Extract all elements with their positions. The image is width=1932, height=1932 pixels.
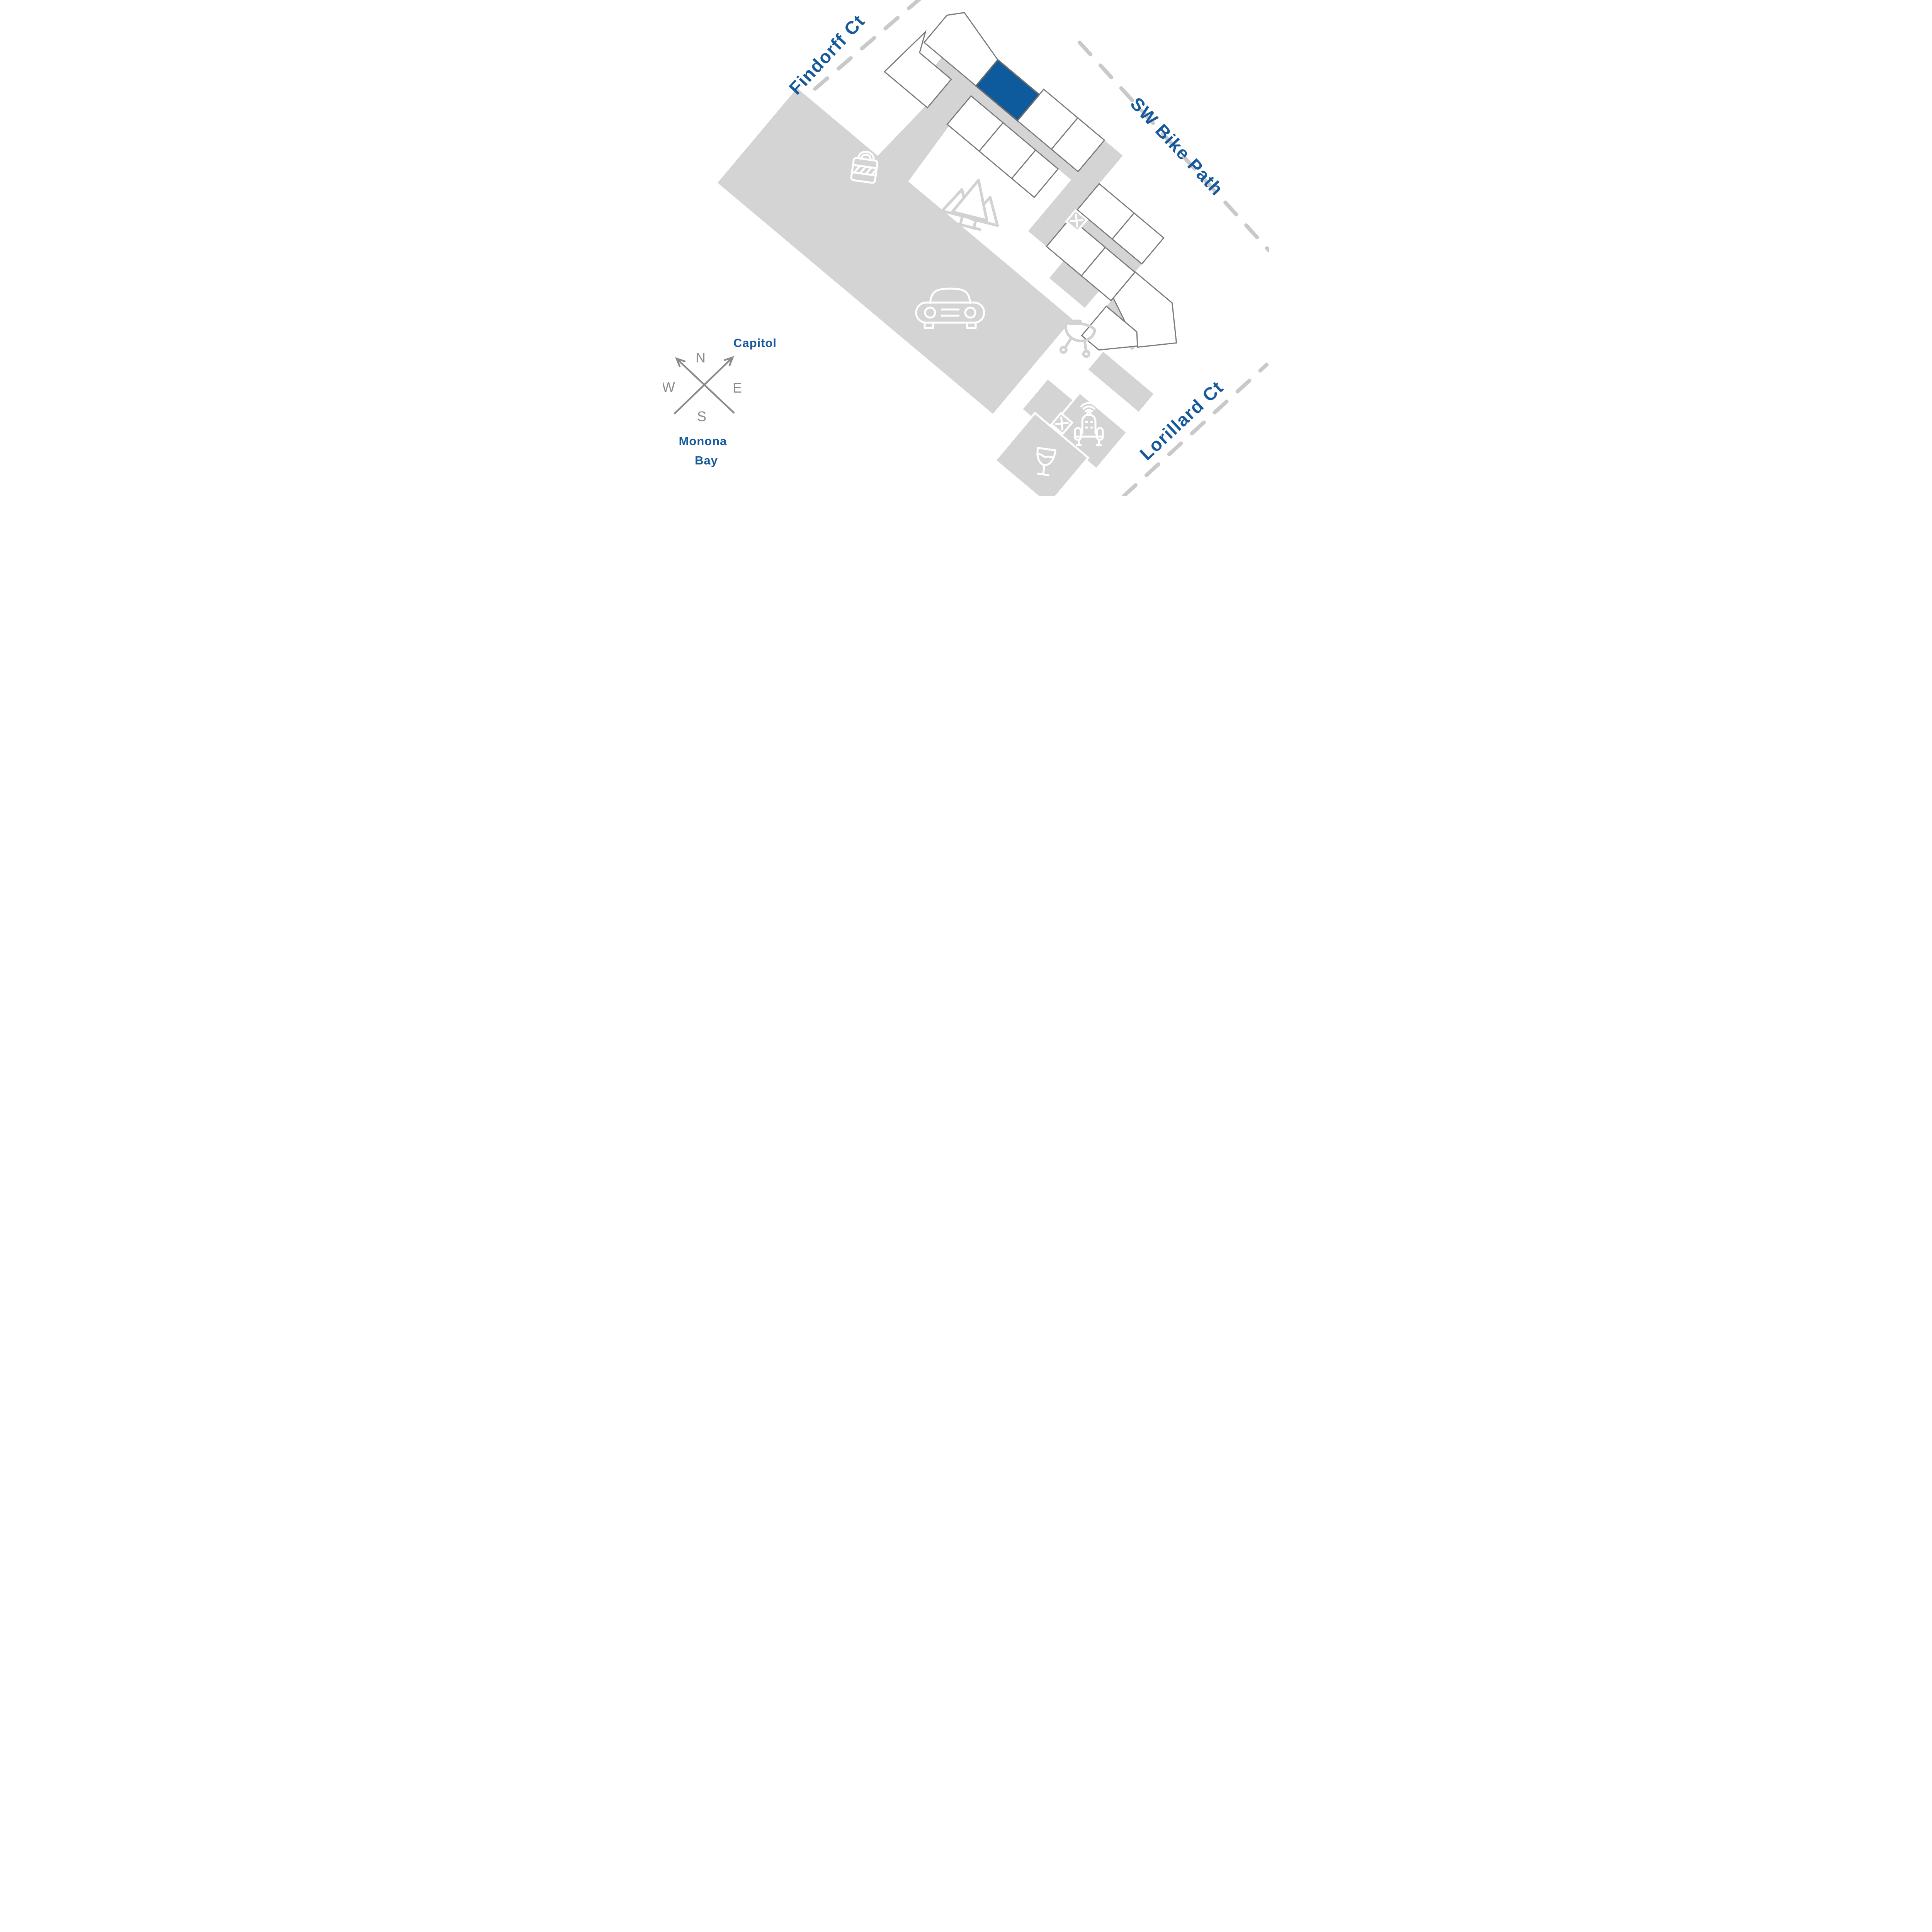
- selected-unit[interactable]: [975, 59, 1041, 122]
- lorillard-ct-road-line: [1122, 363, 1269, 496]
- street-label-findorff: Findorff Ct: [785, 10, 869, 99]
- landmark-monona-line1: Monona: [679, 434, 727, 448]
- unit-shape: [883, 30, 952, 109]
- unit-shape: [1080, 247, 1136, 302]
- corridor-lower: [1070, 209, 1142, 272]
- landmark-monona-line2: Bay: [695, 454, 718, 467]
- elevator-icon: [1065, 209, 1088, 233]
- landmark-capitol: Capitol: [733, 336, 777, 350]
- trees-icon: [940, 179, 999, 231]
- padlock-icon: [850, 151, 879, 184]
- compass-w: W: [663, 379, 675, 395]
- building-group: [718, 12, 1177, 414]
- unit-shape: [1011, 149, 1059, 198]
- car-icon: [915, 287, 985, 329]
- amenity-connector-slab: [1088, 352, 1154, 412]
- grill-icon: [1059, 320, 1096, 358]
- street-label-sw-bike-path: SW Bike Path: [1126, 93, 1228, 199]
- unit-shape: [1081, 305, 1138, 351]
- compass-arrowhead-ne: [723, 356, 734, 367]
- compass-s: S: [697, 408, 706, 424]
- compass: N S W E: [663, 350, 742, 424]
- sw-bike-path-road-line: [1078, 41, 1269, 252]
- corridor-crossing: [1028, 140, 1123, 247]
- street-label-lorillard: Lorillard Ct: [1136, 377, 1227, 464]
- corridor-upper: [935, 57, 1096, 195]
- parking-garage-slab: [718, 88, 1073, 414]
- elevator-icon: [1050, 412, 1074, 435]
- site-map-page: N S W E Findorff Ct SW Bike Path Lorilla…: [663, 0, 1269, 496]
- compass-e: E: [733, 380, 742, 396]
- compass-arrow-nw: [675, 357, 735, 414]
- unit-shape: [1111, 212, 1165, 265]
- unit-shape: [1050, 117, 1105, 173]
- compass-arrow-ne: [673, 356, 734, 415]
- wine-glass-icon: [1036, 447, 1057, 476]
- lounge-chair-wifi-icon: [1074, 402, 1104, 446]
- entry-corridor: [876, 79, 971, 184]
- compass-n: N: [696, 350, 706, 366]
- patio-slab: [1049, 261, 1099, 308]
- findorff-ct-road-line: [761, 0, 922, 136]
- site-map: N S W E Findorff Ct SW Bike Path Lorilla…: [663, 0, 1269, 496]
- amenity-area: [994, 352, 1154, 496]
- unit-shape: [923, 12, 999, 87]
- compass-arrowhead-nw: [675, 357, 686, 367]
- amenity-wine-room: [994, 412, 1090, 496]
